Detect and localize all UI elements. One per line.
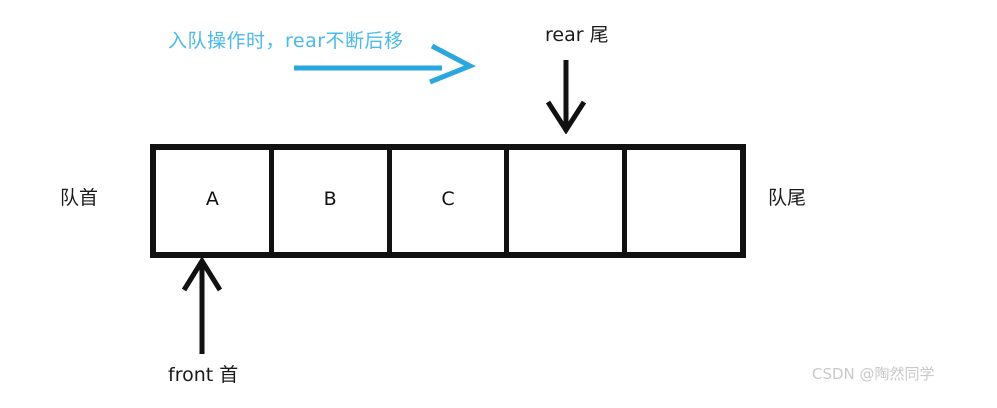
queue-cell[interactable] xyxy=(509,150,628,252)
queue-cell-value: B xyxy=(323,188,337,210)
enqueue-annotation-text: 入队操作时，rear不断后移 xyxy=(168,30,404,52)
queue-tail-label: 队尾 xyxy=(768,187,807,209)
queue-container: A B C xyxy=(150,144,746,258)
queue-cell-value: A xyxy=(205,188,219,210)
arrow-down-icon xyxy=(544,58,604,139)
queue-cell[interactable]: B xyxy=(273,150,392,252)
arrow-up-icon xyxy=(180,256,240,363)
queue-head-label: 队首 xyxy=(60,187,99,209)
queue-cell[interactable]: A xyxy=(156,150,274,252)
arrow-right-icon xyxy=(292,43,482,89)
queue-cell[interactable] xyxy=(627,150,740,252)
rear-pointer-label: rear 尾 xyxy=(545,24,609,46)
queue-cell-value: C xyxy=(441,188,455,210)
queue-cell[interactable]: C xyxy=(391,150,510,252)
watermark: CSDN @陶然同学 xyxy=(812,365,935,383)
front-pointer-label: front 首 xyxy=(168,364,239,386)
